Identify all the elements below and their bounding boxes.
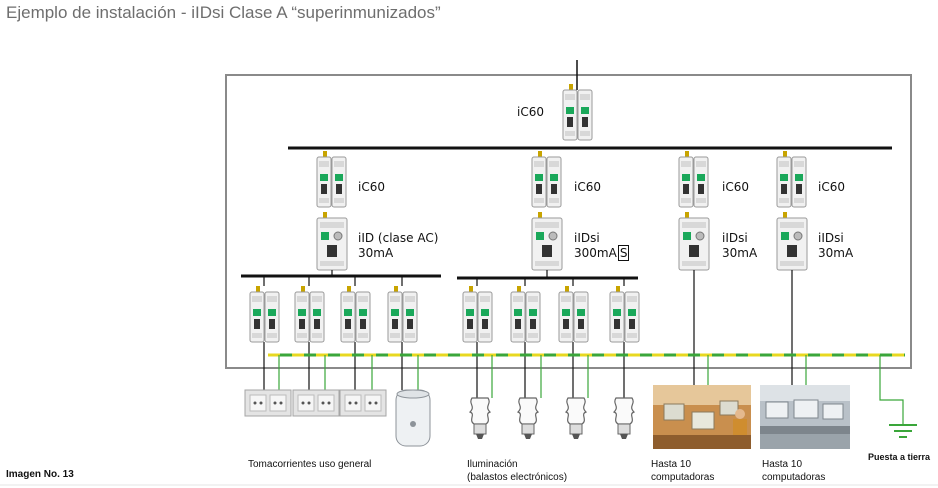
outlet-icon [292,389,340,417]
breaker-light3-icon [559,286,588,342]
earth-wires [278,355,904,425]
main-breaker-label: iC60 [517,105,544,119]
rcd-col4-label: iIDsi 30mA [818,231,854,260]
breaker-col2-icon [532,151,561,207]
breaker-col2-label: iC60 [574,180,601,194]
breaker-col4-icon [777,151,806,207]
breaker-outlet1-icon [250,286,279,342]
main-breaker-icon [563,84,592,140]
ground-symbol-icon [889,424,917,438]
breaker-light1-icon [463,286,492,342]
lamp-icon [565,397,587,440]
breaker-col3-label: iC60 [722,180,749,194]
computer-room-photo-2 [760,385,850,449]
rcd-col1-label: iID (clase AC) 30mA [358,231,439,260]
rcd-col4-icon [776,211,808,271]
lamp-icon [469,397,491,440]
computers-caption-1: Hasta 10 computadoras [651,459,715,483]
breaker-outlet4-icon [388,286,417,342]
lamp-icon [613,397,635,440]
breaker-col4-label: iC60 [818,180,845,194]
computers-caption-2: Hasta 10 computadoras [762,459,826,483]
image-number: Imagen No. 13 [6,469,74,480]
rcd-col3-icon [678,211,710,271]
computer-room-photo-1 [653,385,751,449]
rcd-col1-icon [316,211,348,271]
breaker-col1-icon [317,151,346,207]
breaker-light4-icon [610,286,639,342]
breaker-outlet2-icon [295,286,324,342]
rcd-col2-icon [531,211,563,271]
breaker-col3-icon [679,151,708,207]
water-heater-icon [395,389,431,447]
outlets-caption: Tomacorrientes uso general [248,459,372,470]
outlet-icon [244,389,292,417]
lighting-caption: Iluminación (balastos electrónicos) [467,459,568,483]
lamp-icon [517,397,539,440]
panel-frame [225,74,912,369]
ground-caption: Puesta a tierra [868,452,931,462]
rcd-col3-label: iIDsi 30mA [722,231,758,260]
page-title: Ejemplo de instalación - iIDsi Clase A “… [6,3,441,22]
breaker-outlet3-icon [341,286,370,342]
breaker-col1-label: iC60 [358,180,385,194]
breaker-light2-icon [511,286,540,342]
outlet-icon [339,389,387,417]
feeder-wires [263,270,793,398]
